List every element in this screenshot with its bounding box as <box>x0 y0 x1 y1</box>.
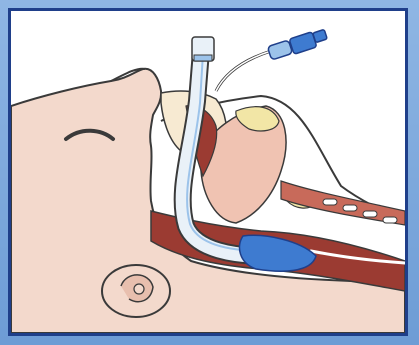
pilot-balloon-line-fill <box>216 51 271 91</box>
pilot-balloon-line <box>216 51 271 91</box>
connector <box>267 29 327 60</box>
tube-connector-ring <box>194 55 212 61</box>
ear <box>102 265 170 317</box>
intubation-illustration <box>11 11 405 333</box>
illustration-panel <box>8 8 408 336</box>
